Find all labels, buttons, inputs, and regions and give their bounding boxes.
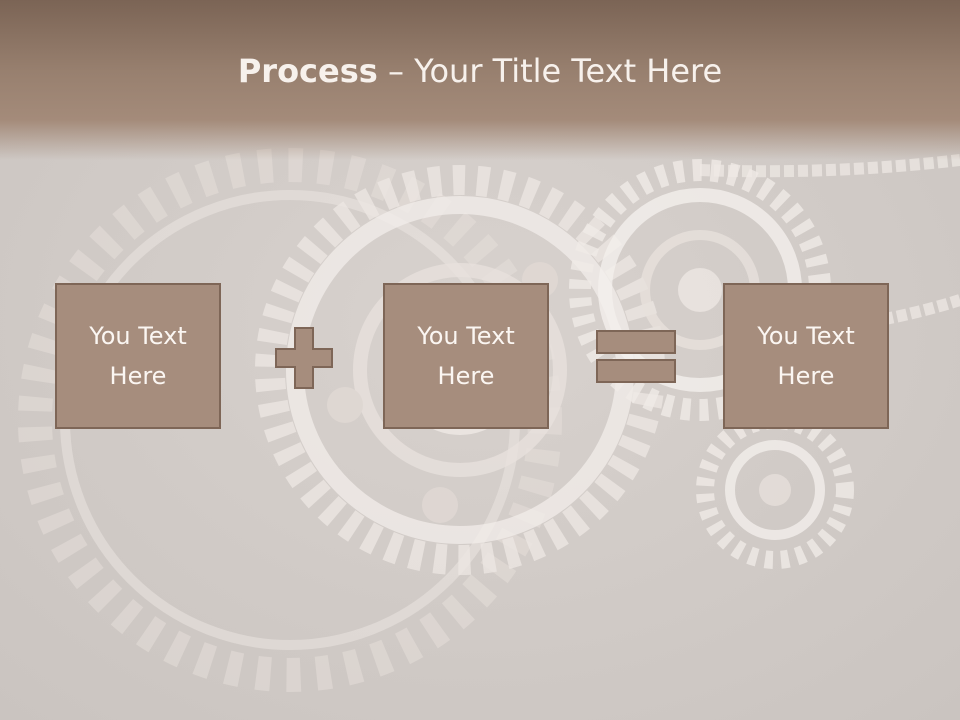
process-box-3-text: You Text Here (757, 322, 855, 390)
title-bar (0, 0, 960, 160)
process-box-2-text: You Text Here (417, 322, 515, 390)
title-bold: Process (237, 52, 378, 90)
title-rest: – Your Title Text Here (377, 52, 723, 90)
plus-icon (275, 327, 333, 389)
equals-icon (596, 330, 676, 383)
lower-right-gear-icon (696, 411, 854, 569)
process-box-3[interactable]: You Text Here (723, 283, 889, 429)
process-box-2[interactable]: You Text Here (383, 283, 549, 429)
slide-title: Process – Your Title Text Here (0, 52, 960, 90)
process-box-1[interactable]: You Text Here (55, 283, 221, 429)
process-box-1-text: You Text Here (89, 322, 187, 390)
